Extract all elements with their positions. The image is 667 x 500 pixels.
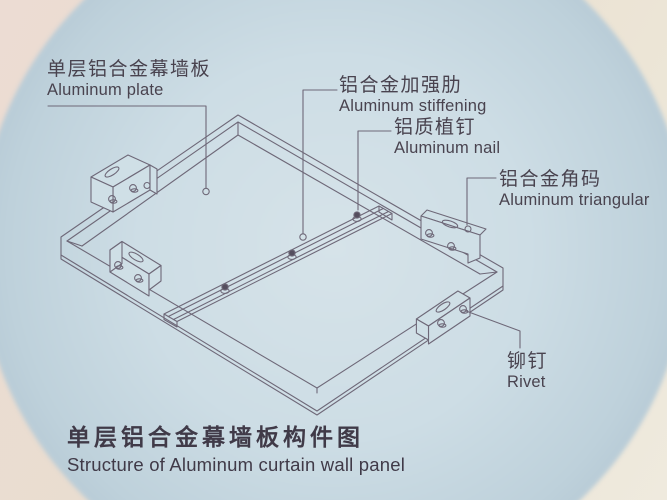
label-rivet: 铆钉 Rivet (507, 351, 549, 391)
label-aluminum-plate: 单层铝合金幕墙板 Aluminum plate (47, 59, 212, 99)
slot-hole (441, 219, 459, 229)
corner-bracket-lower-left (109, 240, 162, 297)
label-aluminum-nail-en: Aluminum nail (394, 138, 501, 157)
label-aluminum-stiffening: 铝合金加强肋 Aluminum stiffening (339, 75, 487, 115)
leader-lines (47, 89, 521, 349)
round-hole (464, 225, 472, 233)
rib-end-cap (378, 205, 393, 221)
diagram-caption-en: Structure of Aluminum curtain wall panel (67, 454, 406, 475)
leader-plate (47, 105, 210, 196)
diagram-caption: 单层铝合金幕墙板构件图 Structure of Aluminum curtai… (67, 418, 405, 476)
leader-rivet (465, 310, 521, 349)
corner-bracket-lower-right (415, 290, 471, 345)
leader-stiffening (299, 89, 338, 241)
label-aluminum-stiffening-zh: 铝合金加强肋 (339, 75, 463, 96)
diagram-caption-zh: 单层铝合金幕墙板构件图 (67, 424, 364, 450)
leader-nail (357, 130, 392, 211)
label-aluminum-nail-zh: 铝质植钉 (394, 117, 477, 138)
round-hole (143, 181, 151, 190)
slot-hole (104, 166, 120, 178)
nail-marker (287, 249, 297, 260)
label-aluminum-plate-zh: 单层铝合金幕墙板 (47, 59, 212, 80)
slot-hole (435, 301, 451, 313)
panel-rim-connectors (66, 121, 498, 394)
panel-wall-seams (60, 254, 504, 412)
nail-marker (220, 283, 230, 294)
rivet-head (114, 261, 144, 283)
rib-nails (220, 211, 362, 294)
label-aluminum-triangular: 铝合金角码 Aluminum triangular (499, 169, 650, 209)
label-aluminum-nail: 铝质植钉 Aluminum nail (394, 117, 501, 157)
label-aluminum-plate-en: Aluminum plate (47, 80, 164, 99)
corner-bracket-upper-right (420, 209, 487, 264)
label-aluminum-stiffening-en: Aluminum stiffening (339, 96, 487, 115)
slot-hole (128, 251, 144, 263)
label-rivet-zh: 铆钉 (507, 351, 549, 372)
label-aluminum-triangular-zh: 铝合金角码 (499, 169, 602, 190)
panel-outer-silhouette (60, 114, 504, 416)
rivet-head (108, 184, 139, 204)
corner-bracket-upper-left (90, 154, 158, 213)
nail-marker (352, 211, 362, 222)
rib-end-cap (163, 313, 178, 328)
leader-triangular (466, 177, 497, 226)
stiffening-rib (163, 205, 393, 328)
label-rivet-en: Rivet (507, 372, 546, 391)
label-aluminum-triangular-en: Aluminum triangular (499, 190, 650, 209)
rivet-head (425, 229, 457, 251)
